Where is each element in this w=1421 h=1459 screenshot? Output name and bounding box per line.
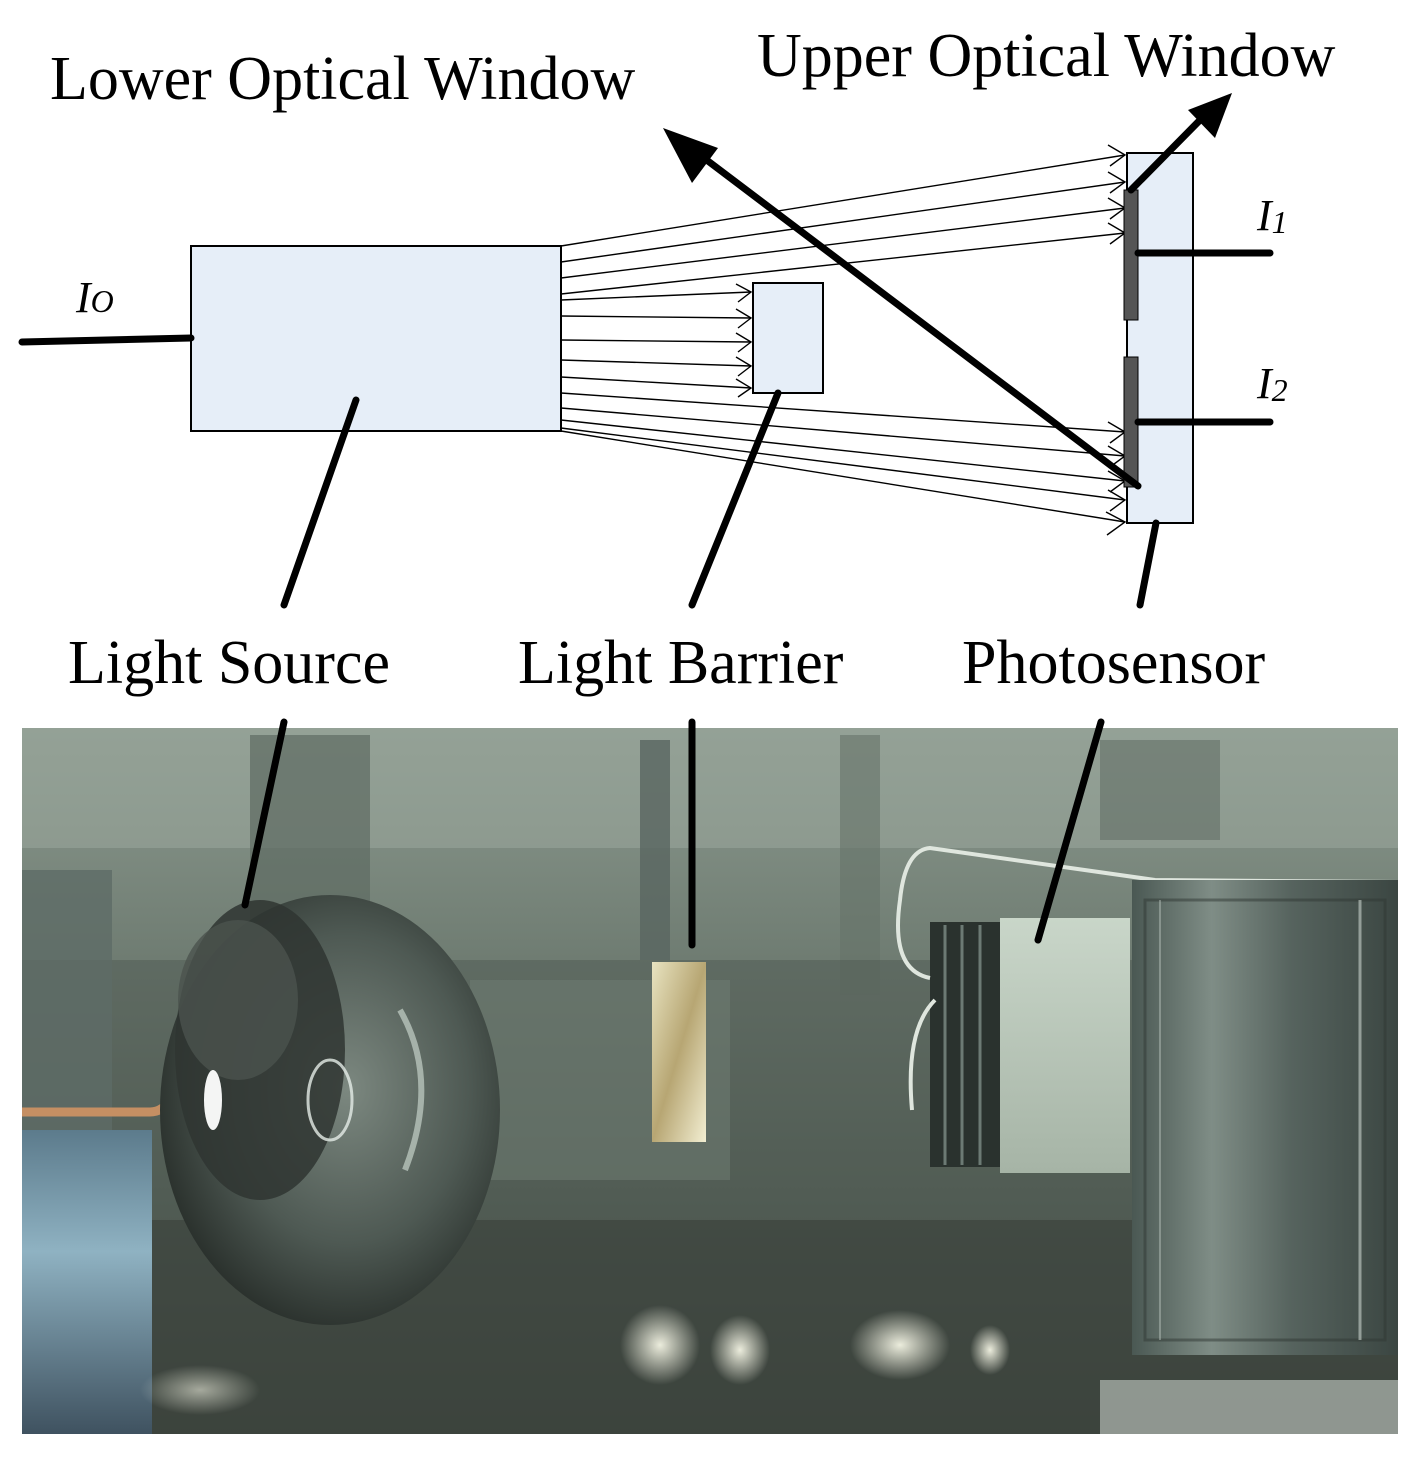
lower-window-arrowhead: [663, 128, 718, 183]
i2-label: I2: [1256, 359, 1288, 408]
rays-upper: [560, 144, 1127, 295]
bond-wire-top: [896, 845, 1399, 980]
i1-label: I1: [1256, 191, 1288, 240]
photosensor-label: Photosensor: [962, 629, 1265, 697]
light-barrier-leader: [688, 389, 782, 609]
upper-window-label: Upper Optical Window: [757, 22, 1336, 90]
light-source-label: Light Source: [68, 629, 390, 697]
photosensor-leader: [1136, 519, 1160, 609]
i0-label: IO: [75, 273, 114, 322]
micrograph-photo: [22, 728, 1399, 1434]
i0-lead: [18, 334, 195, 346]
rays-barrier: [560, 283, 753, 398]
lower-window-label: Lower Optical Window: [50, 45, 635, 113]
rays-lower: [560, 392, 1127, 536]
light-source-box: [190, 245, 562, 432]
light-source-leader: [280, 396, 360, 609]
upper-window-pointer: [1127, 111, 1209, 194]
right-metal-block: [1132, 880, 1398, 1355]
photosensor-die-dark: [930, 922, 1000, 1167]
lower-window-pointer: [696, 151, 1142, 490]
light-barrier-label: Light Barrier: [518, 629, 844, 697]
upper-window-arrowhead: [1188, 93, 1232, 138]
schematic: IO I1 I2 Lower Optical Window Upper Opti…: [18, 22, 1336, 609]
photosensor-die: [1000, 918, 1130, 1173]
bond-wire-left: [908, 998, 937, 1111]
left-metal-block: [22, 1130, 152, 1434]
light-barrier-foil: [652, 962, 706, 1142]
light-barrier-box: [752, 282, 824, 394]
photosensor-photo-leader: [1034, 718, 1105, 944]
light-source-photo-leader: [241, 718, 288, 909]
